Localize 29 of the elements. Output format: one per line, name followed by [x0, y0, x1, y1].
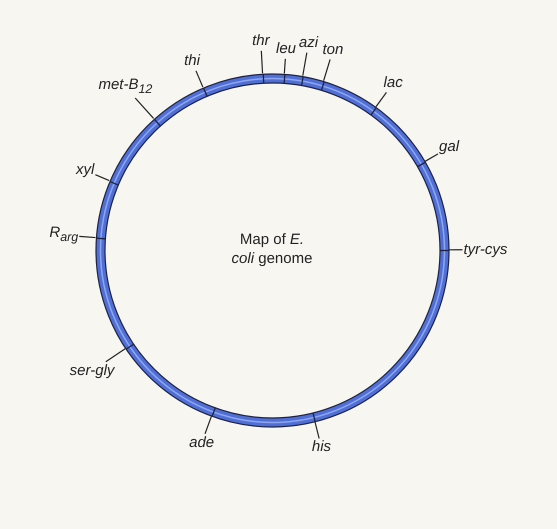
gene-label: ton [322, 42, 344, 58]
gene-label: met-B$_{12}$ [98, 77, 152, 97]
gene-label: R$_{arg}$ [49, 225, 78, 246]
gene-label: ade [189, 434, 214, 452]
leader-line [424, 153, 438, 162]
leader-line [95, 174, 110, 182]
leader-line [314, 422, 320, 439]
map-title: Map of E. coli genome [230, 231, 314, 268]
leader-line [260, 50, 264, 74]
gene-label: his [312, 439, 332, 456]
gene-label: azi [298, 35, 318, 52]
gene-label: ser-gly [70, 362, 114, 380]
gene-label: leu [276, 41, 296, 58]
leader-line [105, 348, 126, 362]
gene-label: lac [384, 74, 403, 92]
leader-line [79, 236, 96, 238]
leader-line [323, 59, 331, 81]
gene-label: thr [252, 33, 270, 50]
leader-line [204, 416, 212, 434]
leader-line [375, 92, 387, 108]
gene-label: xyl [76, 162, 94, 179]
gene-label: tyr-cys [464, 242, 508, 258]
leader-line [134, 98, 154, 119]
leader-line [284, 58, 286, 74]
leader-line [195, 70, 204, 88]
leader-line [302, 52, 308, 76]
gene-label: gal [439, 139, 460, 156]
gene-label: thi [184, 53, 200, 70]
leader-line [449, 249, 462, 250]
